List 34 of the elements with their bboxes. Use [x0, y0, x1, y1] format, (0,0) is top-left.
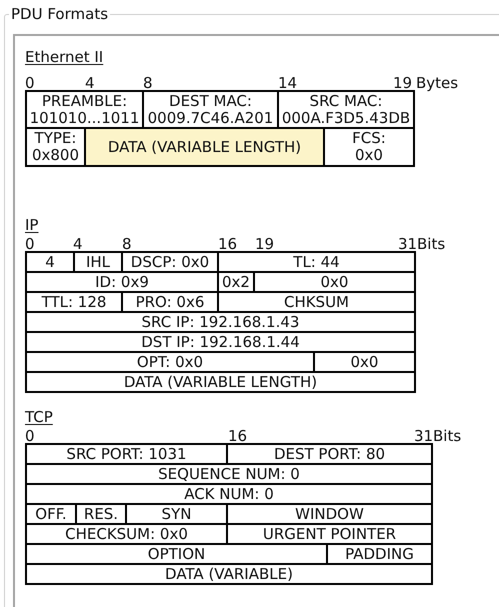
offset-label: 0: [25, 235, 35, 253]
header-field: DATA (VARIABLE LENGTH): [25, 371, 416, 393]
offset-label: 14: [278, 74, 298, 92]
offset-label: 8: [122, 235, 132, 253]
offset-label: 16: [228, 427, 248, 445]
unit-label: Bits: [417, 235, 446, 253]
header-field: PREAMBLE: 101010...1011: [25, 90, 144, 129]
offset-label: 19: [393, 74, 412, 92]
offset-label: 4: [85, 74, 95, 92]
header-field: DST IP: 192.168.1.44: [25, 331, 416, 353]
header-field: DEST PORT: 80: [226, 443, 433, 465]
offset-label: 0: [25, 427, 35, 445]
header-field: SRC IP: 192.168.1.43: [25, 311, 416, 333]
header-field: SRC PORT: 1031: [25, 443, 228, 465]
section-heading: Ethernet II: [25, 48, 104, 66]
offset-label: 0: [25, 74, 35, 92]
offset-label: 31: [398, 235, 418, 253]
header-field: TYPE: 0x800: [25, 127, 86, 167]
unit-label: Bits: [433, 427, 462, 445]
header-field: SEQUENCE NUM: 0: [25, 463, 433, 485]
offset-label: 4: [73, 235, 83, 253]
offset-label: 31: [414, 427, 434, 445]
header-field: SRC MAC: 000A.F3D5.43DB: [277, 90, 415, 129]
header-field: ACK NUM: 0: [25, 483, 433, 505]
section-heading: IP: [25, 216, 38, 234]
offset-label: 19: [255, 235, 274, 253]
header-field: TL: 44: [217, 251, 416, 273]
section-heading: TCP: [25, 408, 53, 426]
offset-label: 16: [218, 235, 238, 253]
header-field: DATA (VARIABLE): [25, 563, 433, 585]
highlighted-field: DATA (VARIABLE LENGTH): [84, 127, 325, 167]
unit-label: Bytes: [416, 74, 458, 92]
header-field: FCS: 0x0: [323, 127, 415, 167]
offset-label: 8: [143, 74, 153, 92]
